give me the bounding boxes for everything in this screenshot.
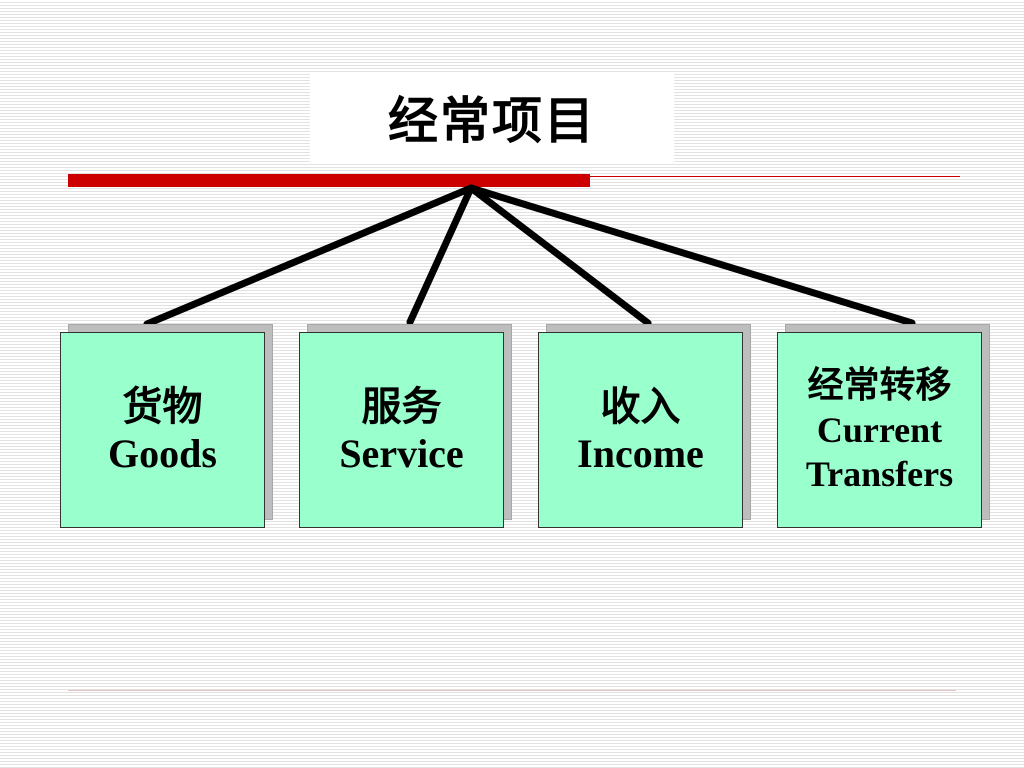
box-current-transfers: 经常转移 Current Transfers [777, 324, 990, 528]
box-face: 货物 Goods [60, 332, 265, 528]
box-face: 收入 Income [538, 332, 743, 528]
box-service: 服务 Service [299, 324, 512, 528]
title-underline-bar [68, 174, 590, 187]
box-goods: 货物 Goods [60, 324, 273, 528]
box-label-zh: 货物 [122, 384, 203, 430]
box-face: 服务 Service [299, 332, 504, 528]
footer-rule [68, 690, 956, 691]
title-underline-rule [590, 176, 960, 177]
connector-income [467, 184, 652, 327]
box-label-en-line1: Current [816, 410, 943, 450]
connector-service [406, 184, 475, 326]
box-label-en: Goods [108, 431, 217, 476]
title-box: 经常项目 [310, 72, 674, 162]
box-label-en: Income [577, 431, 704, 476]
box-label-zh: 服务 [361, 384, 442, 430]
box-income: 收入 Income [538, 324, 751, 528]
box-face: 经常转移 Current Transfers [777, 332, 982, 528]
box-label-en: Service [339, 431, 464, 476]
box-label-zh: 收入 [600, 384, 681, 430]
connector-goods [143, 184, 475, 328]
box-label-zh: 经常转移 [807, 365, 952, 406]
slide-title: 经常项目 [388, 92, 596, 150]
connector-transfers [467, 184, 916, 327]
box-label-en-line2: Transfers [805, 454, 954, 494]
